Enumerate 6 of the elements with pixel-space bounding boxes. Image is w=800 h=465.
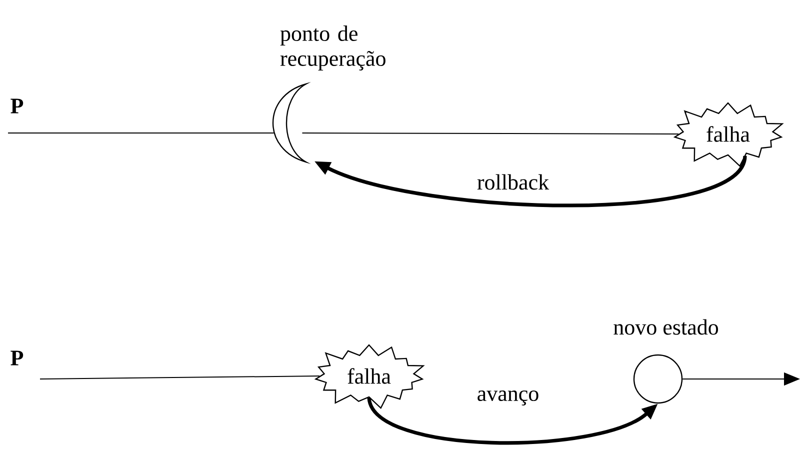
process-label: P: [10, 98, 24, 114]
node-label: novo estado: [614, 319, 718, 335]
node-label: ponto de recuperação: [280, 26, 386, 70]
edge-label: avanço: [476, 389, 540, 407]
process-label: P: [10, 350, 24, 366]
edge-label: rollback: [476, 173, 550, 191]
